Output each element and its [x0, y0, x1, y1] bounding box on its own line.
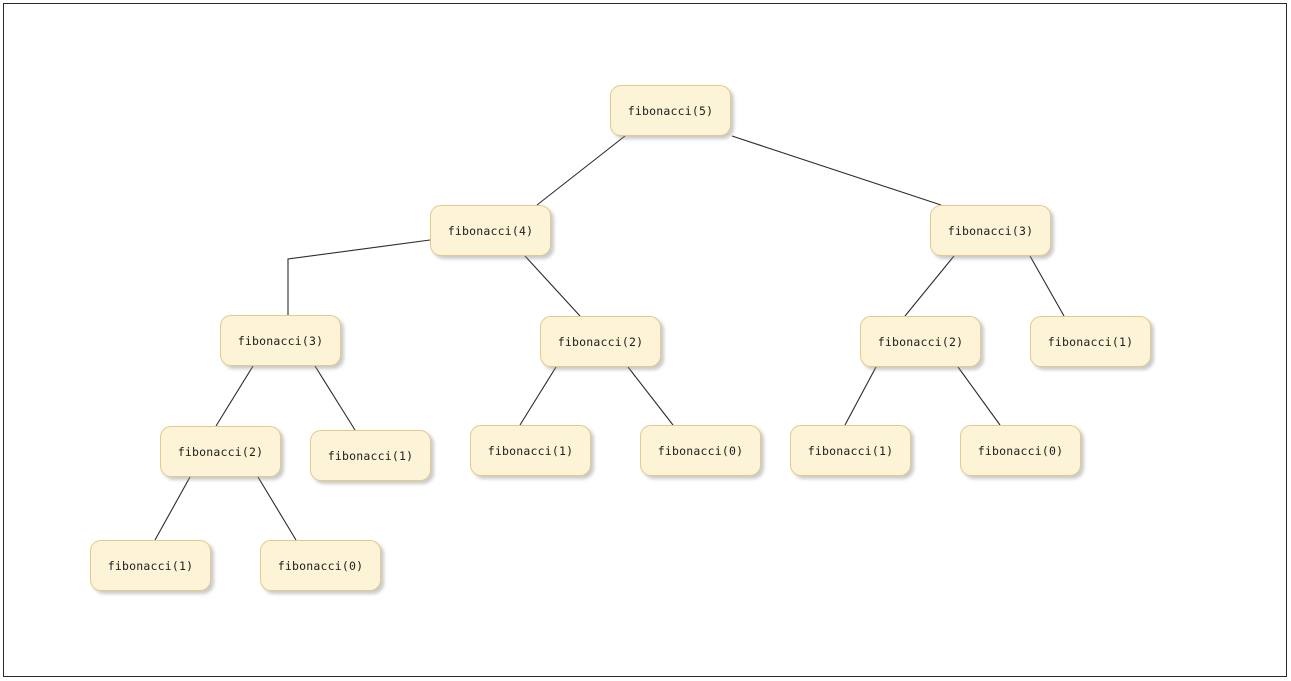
tree-edge [957, 366, 1001, 426]
tree-node[interactable]: fibonacci(1) [790, 425, 911, 476]
tree-node-label: fibonacci(3) [947, 223, 1034, 238]
tree-node[interactable]: fibonacci(0) [960, 425, 1081, 476]
tree-node-label: fibonacci(1) [487, 443, 574, 458]
tree-edge [215, 365, 254, 427]
tree-node-label: fibonacci(0) [657, 443, 744, 458]
tree-node[interactable]: fibonacci(0) [260, 540, 381, 591]
tree-node-label: fibonacci(3) [237, 333, 324, 348]
tree-edge [536, 135, 626, 206]
tree-node[interactable]: fibonacci(2) [540, 316, 661, 367]
tree-node-label: fibonacci(0) [977, 443, 1064, 458]
tree-node[interactable]: fibonacci(1) [1030, 316, 1151, 367]
tree-node-label: fibonacci(1) [807, 443, 894, 458]
tree-node-label: fibonacci(4) [447, 223, 534, 238]
tree-node-label: fibonacci(2) [877, 334, 964, 349]
tree-node[interactable]: fibonacci(4) [430, 205, 551, 256]
tree-edge [314, 365, 356, 431]
tree-edge [519, 366, 557, 426]
tree-node[interactable]: fibonacci(2) [160, 426, 281, 477]
tree-edge [844, 366, 877, 426]
tree-edge [154, 476, 191, 541]
tree-node[interactable]: fibonacci(1) [310, 430, 431, 481]
tree-edge [524, 255, 581, 317]
tree-node[interactable]: fibonacci(3) [930, 205, 1051, 256]
tree-edge [627, 366, 674, 426]
tree-node-label: fibonacci(5) [627, 103, 714, 118]
tree-node[interactable]: fibonacci(0) [640, 425, 761, 476]
tree-node[interactable]: fibonacci(5) [610, 85, 731, 136]
tree-edge [904, 255, 955, 317]
tree-node[interactable]: fibonacci(1) [90, 540, 211, 591]
tree-node-label: fibonacci(1) [1047, 334, 1134, 349]
tree-node-label: fibonacci(0) [277, 558, 364, 573]
tree-node-label: fibonacci(2) [557, 334, 644, 349]
tree-edge [257, 476, 297, 541]
tree-node-label: fibonacci(1) [107, 558, 194, 573]
tree-edge [287, 239, 431, 315]
tree-edge [1029, 255, 1065, 317]
tree-node-label: fibonacci(2) [177, 444, 264, 459]
tree-node[interactable]: fibonacci(2) [860, 316, 981, 367]
tree-node[interactable]: fibonacci(1) [470, 425, 591, 476]
tree-edge [731, 135, 942, 206]
tree-node[interactable]: fibonacci(3) [220, 315, 341, 366]
tree-node-label: fibonacci(1) [327, 448, 414, 463]
